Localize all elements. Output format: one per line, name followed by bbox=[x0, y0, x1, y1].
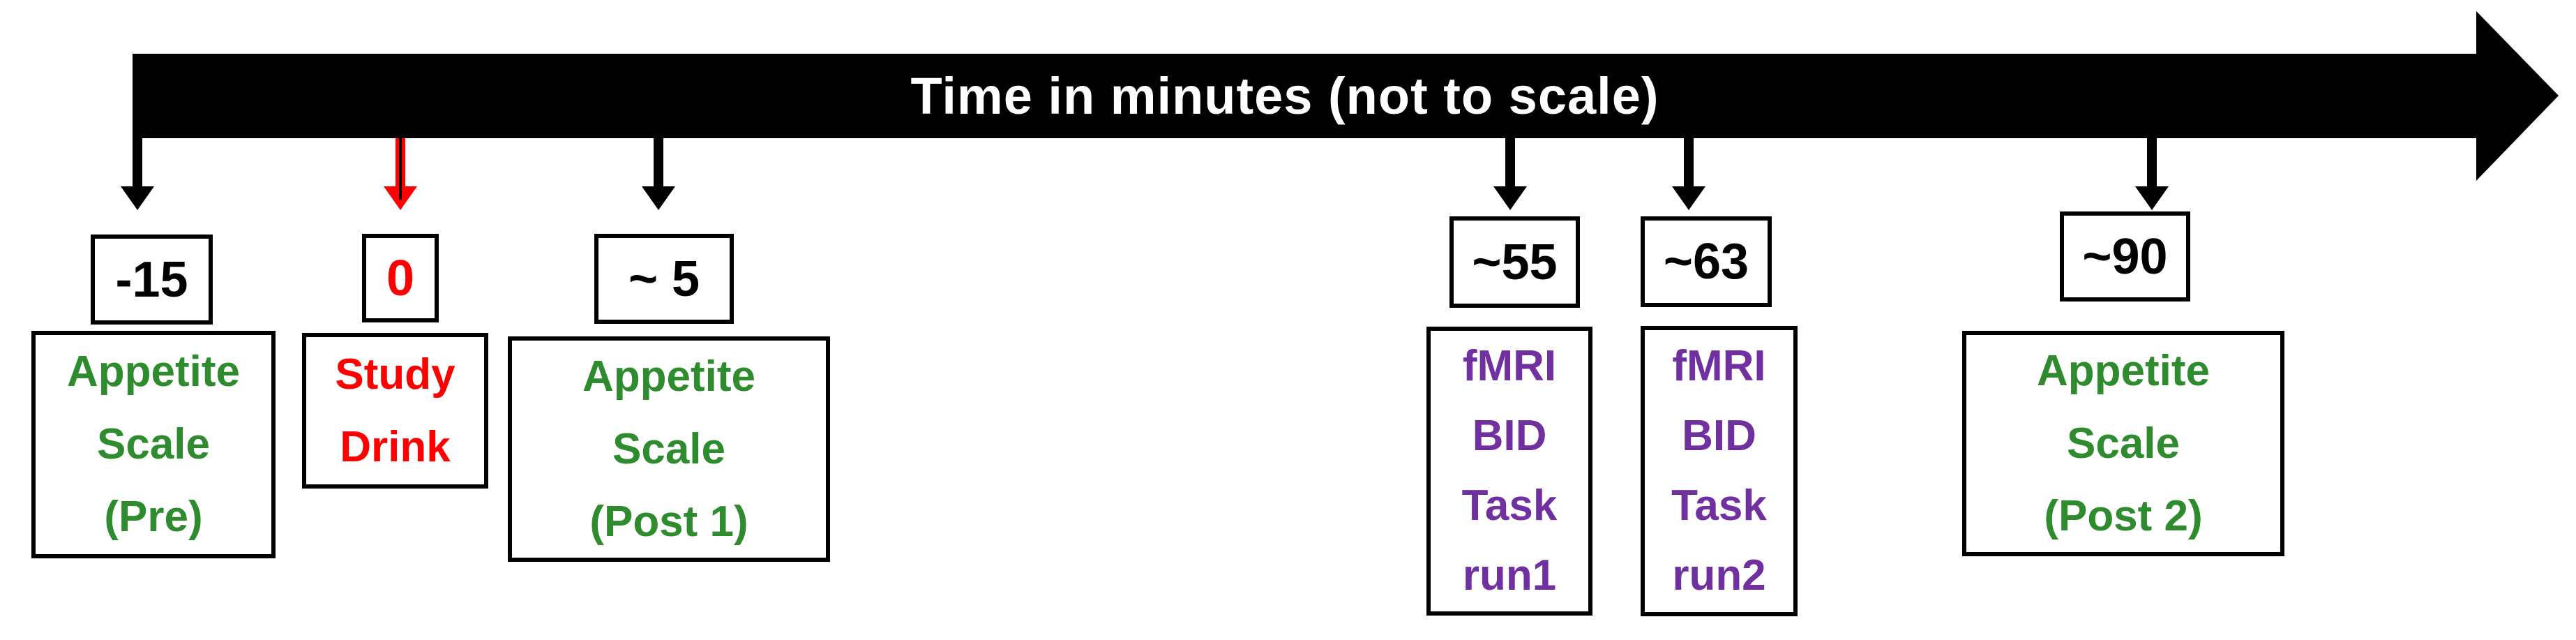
event-text-line: Scale bbox=[96, 420, 211, 468]
time-box-5: ~ 5 bbox=[594, 234, 734, 324]
time-box-minus15: -15 bbox=[91, 235, 213, 325]
time-label: 0 bbox=[386, 250, 415, 306]
down-arrow-icon-fmri-run1 bbox=[1493, 138, 1527, 210]
event-text-line: Drink bbox=[340, 422, 451, 471]
time-label: ~ 5 bbox=[628, 251, 700, 307]
event-box-appetite-scale-post2: Appetite Scale (Post 2) bbox=[1962, 331, 2284, 556]
time-label: ~90 bbox=[2082, 228, 2168, 285]
event-text-line: BID bbox=[1682, 412, 1756, 460]
event-text-line: fMRI bbox=[1462, 342, 1557, 390]
event-text-line: Scale bbox=[612, 424, 726, 473]
event-box-study-drink: Study Drink bbox=[302, 333, 488, 489]
event-box-appetite-scale-pre: Appetite Scale (Pre) bbox=[31, 331, 276, 558]
event-text-line: Appetite bbox=[67, 348, 240, 396]
event-text-line: run2 bbox=[1672, 551, 1766, 600]
event-text-line: Study bbox=[335, 350, 455, 399]
event-text-line: BID bbox=[1472, 412, 1547, 460]
event-text-line: Scale bbox=[2066, 419, 2180, 468]
time-label: ~63 bbox=[1663, 234, 1749, 290]
event-text-line: (Pre) bbox=[104, 493, 203, 541]
down-arrow-icon-study-drink bbox=[384, 138, 417, 210]
timeline-arrowhead-icon bbox=[2476, 11, 2559, 181]
event-text-line: Appetite bbox=[2037, 346, 2210, 395]
event-box-fmri-bid-task-run2: fMRI BID Task run2 bbox=[1641, 326, 1798, 616]
event-text-line: Appetite bbox=[582, 352, 755, 401]
timeline-bar: Time in minutes (not to scale) bbox=[133, 54, 2476, 138]
timeline-title: Time in minutes (not to scale) bbox=[910, 67, 1659, 125]
event-text-line: fMRI bbox=[1672, 342, 1766, 390]
event-box-fmri-bid-task-run1: fMRI BID Task run1 bbox=[1426, 327, 1592, 616]
time-box-55: ~55 bbox=[1449, 216, 1580, 308]
event-text-line: Task bbox=[1671, 482, 1767, 530]
time-box-90: ~90 bbox=[2060, 211, 2190, 302]
down-arrow-icon-appetite-post1 bbox=[642, 138, 675, 210]
time-label: -15 bbox=[115, 251, 188, 308]
time-label: ~55 bbox=[1472, 234, 1558, 290]
down-arrow-icon-appetite-pre bbox=[121, 138, 154, 210]
event-text-line: Task bbox=[1461, 482, 1558, 530]
time-box-zero: 0 bbox=[362, 234, 439, 322]
down-arrow-icon-fmri-run2 bbox=[1672, 138, 1705, 210]
event-box-appetite-scale-post1: Appetite Scale (Post 1) bbox=[508, 336, 830, 562]
time-box-63: ~63 bbox=[1641, 216, 1772, 307]
event-text-line: (Post 1) bbox=[589, 497, 748, 546]
down-arrow-icon-appetite-post2 bbox=[2135, 138, 2169, 210]
event-text-line: run1 bbox=[1462, 551, 1557, 600]
event-text-line: (Post 2) bbox=[2044, 491, 2203, 540]
